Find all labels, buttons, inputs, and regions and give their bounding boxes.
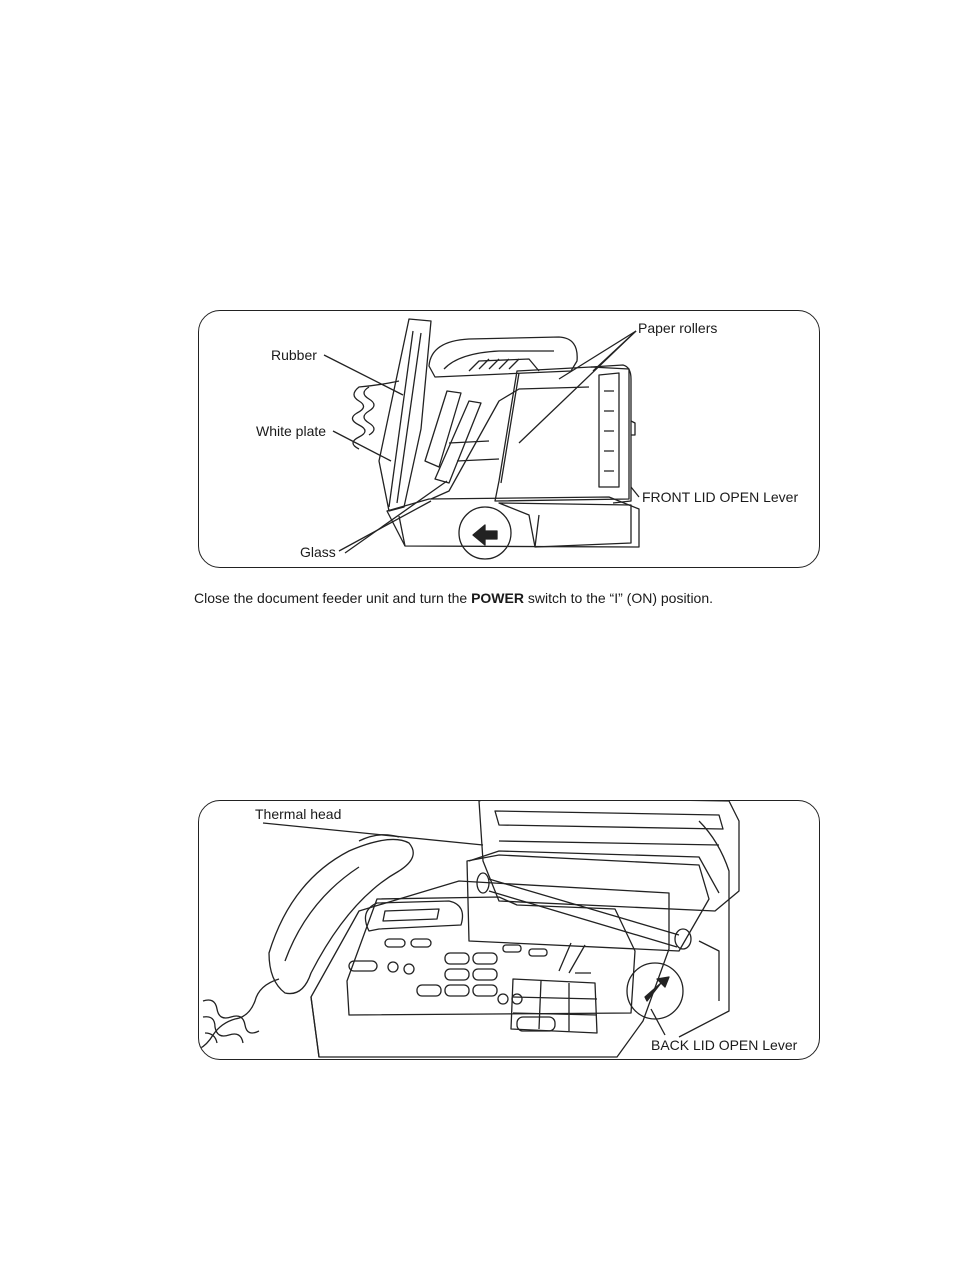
- label-white-plate: White plate: [256, 423, 326, 439]
- label-back-lid-open-lever: BACK LID OPEN Lever: [651, 1037, 797, 1053]
- fax-back-lid-illustration: [199, 801, 819, 1059]
- figure-document-feeder-open: Paper rollers Rubber White plate FRONT L…: [198, 310, 820, 568]
- caption-text-after: switch to the “I” (ON) position.: [524, 590, 713, 606]
- figure-back-lid-open: Thermal head BACK LID OPEN Lever: [198, 800, 820, 1060]
- caption-text-before: Close the document feeder unit and turn …: [194, 590, 471, 606]
- label-front-lid-open-lever: FRONT LID OPEN Lever: [642, 489, 798, 505]
- instruction-caption: Close the document feeder unit and turn …: [194, 589, 713, 607]
- label-thermal-head: Thermal head: [255, 806, 341, 822]
- label-glass: Glass: [300, 544, 336, 560]
- label-rubber: Rubber: [271, 347, 317, 363]
- caption-power-word: POWER: [471, 590, 524, 606]
- label-paper-rollers: Paper rollers: [638, 320, 717, 336]
